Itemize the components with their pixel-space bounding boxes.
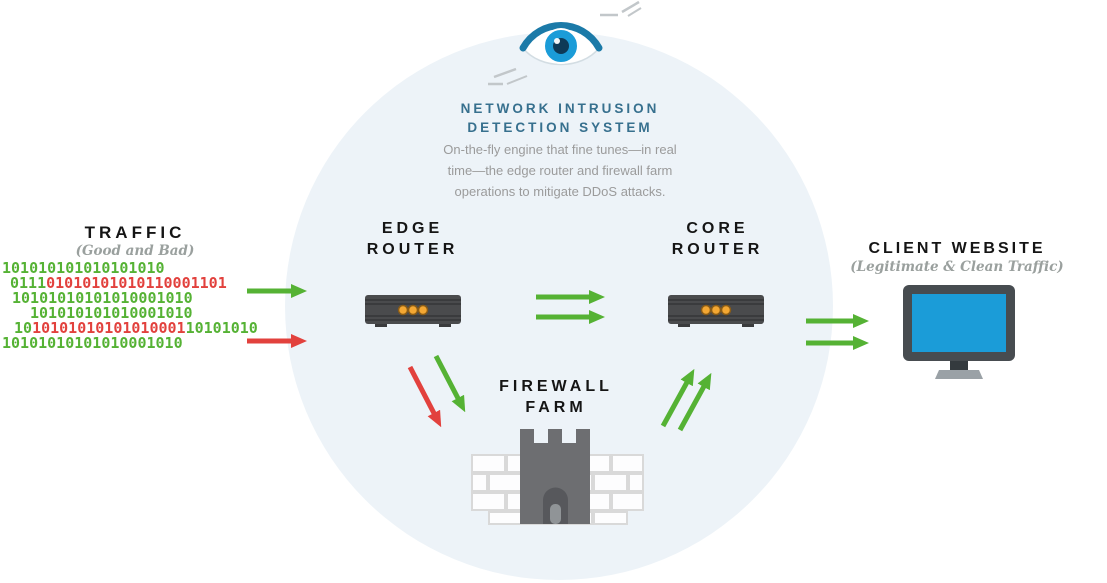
edge-router-label-line2: ROUTER [366, 241, 459, 258]
firewall-farm-label-line2: FARM [525, 399, 587, 416]
edge-router-label: EDGE ROUTER [340, 218, 485, 260]
nids-title-line2: DETECTION SYSTEM [467, 120, 653, 135]
firewall-castle-icon [470, 425, 645, 530]
arrow-edge-to-firewall-clean [433, 354, 466, 413]
firewall-farm-label-line1: FIREWALL [499, 378, 613, 395]
client-website-label: CLIENT WEBSITE [868, 240, 1046, 257]
nids-description: On-the-fly engine that fine tunes—in rea… [410, 139, 710, 202]
arrow-firewall-to-core-right [677, 372, 712, 432]
nids-title: NETWORK INTRUSION DETECTION SYSTEM [380, 99, 740, 137]
core-router-label-line1: CORE [686, 220, 749, 237]
nids-description-line2: time—the edge router and firewall farm [447, 163, 673, 178]
traffic-sublabel: (Good and Bad) [75, 243, 195, 259]
pencil-lines-top-icon [598, 0, 642, 23]
core-router-icon [668, 293, 764, 332]
nids-description-line1: On-the-fly engine that fine tunes—in rea… [443, 142, 677, 157]
eye-icon [516, 8, 606, 85]
arrow-edge-to-firewall-attack [407, 365, 442, 428]
core-router-label-line2: ROUTER [671, 241, 764, 258]
monitor-icon [903, 285, 1015, 390]
firewall-farm-label: FIREWALL FARM [481, 376, 631, 418]
edge-router-icon [365, 293, 461, 332]
arrow-firewall-to-core-left [660, 368, 695, 428]
pencil-lines-bottom-icon [486, 66, 532, 93]
nids-description-line3: operations to mitigate DDoS attacks. [454, 184, 666, 199]
core-router-label: CORE ROUTER [645, 218, 790, 260]
edge-router-label-line1: EDGE [381, 220, 444, 237]
nids-title-line1: NETWORK INTRUSION [460, 101, 660, 116]
traffic-label: TRAFFIC [84, 223, 186, 242]
client-website-sublabel: (Legitimate & Clean Traffic) [850, 259, 1064, 275]
